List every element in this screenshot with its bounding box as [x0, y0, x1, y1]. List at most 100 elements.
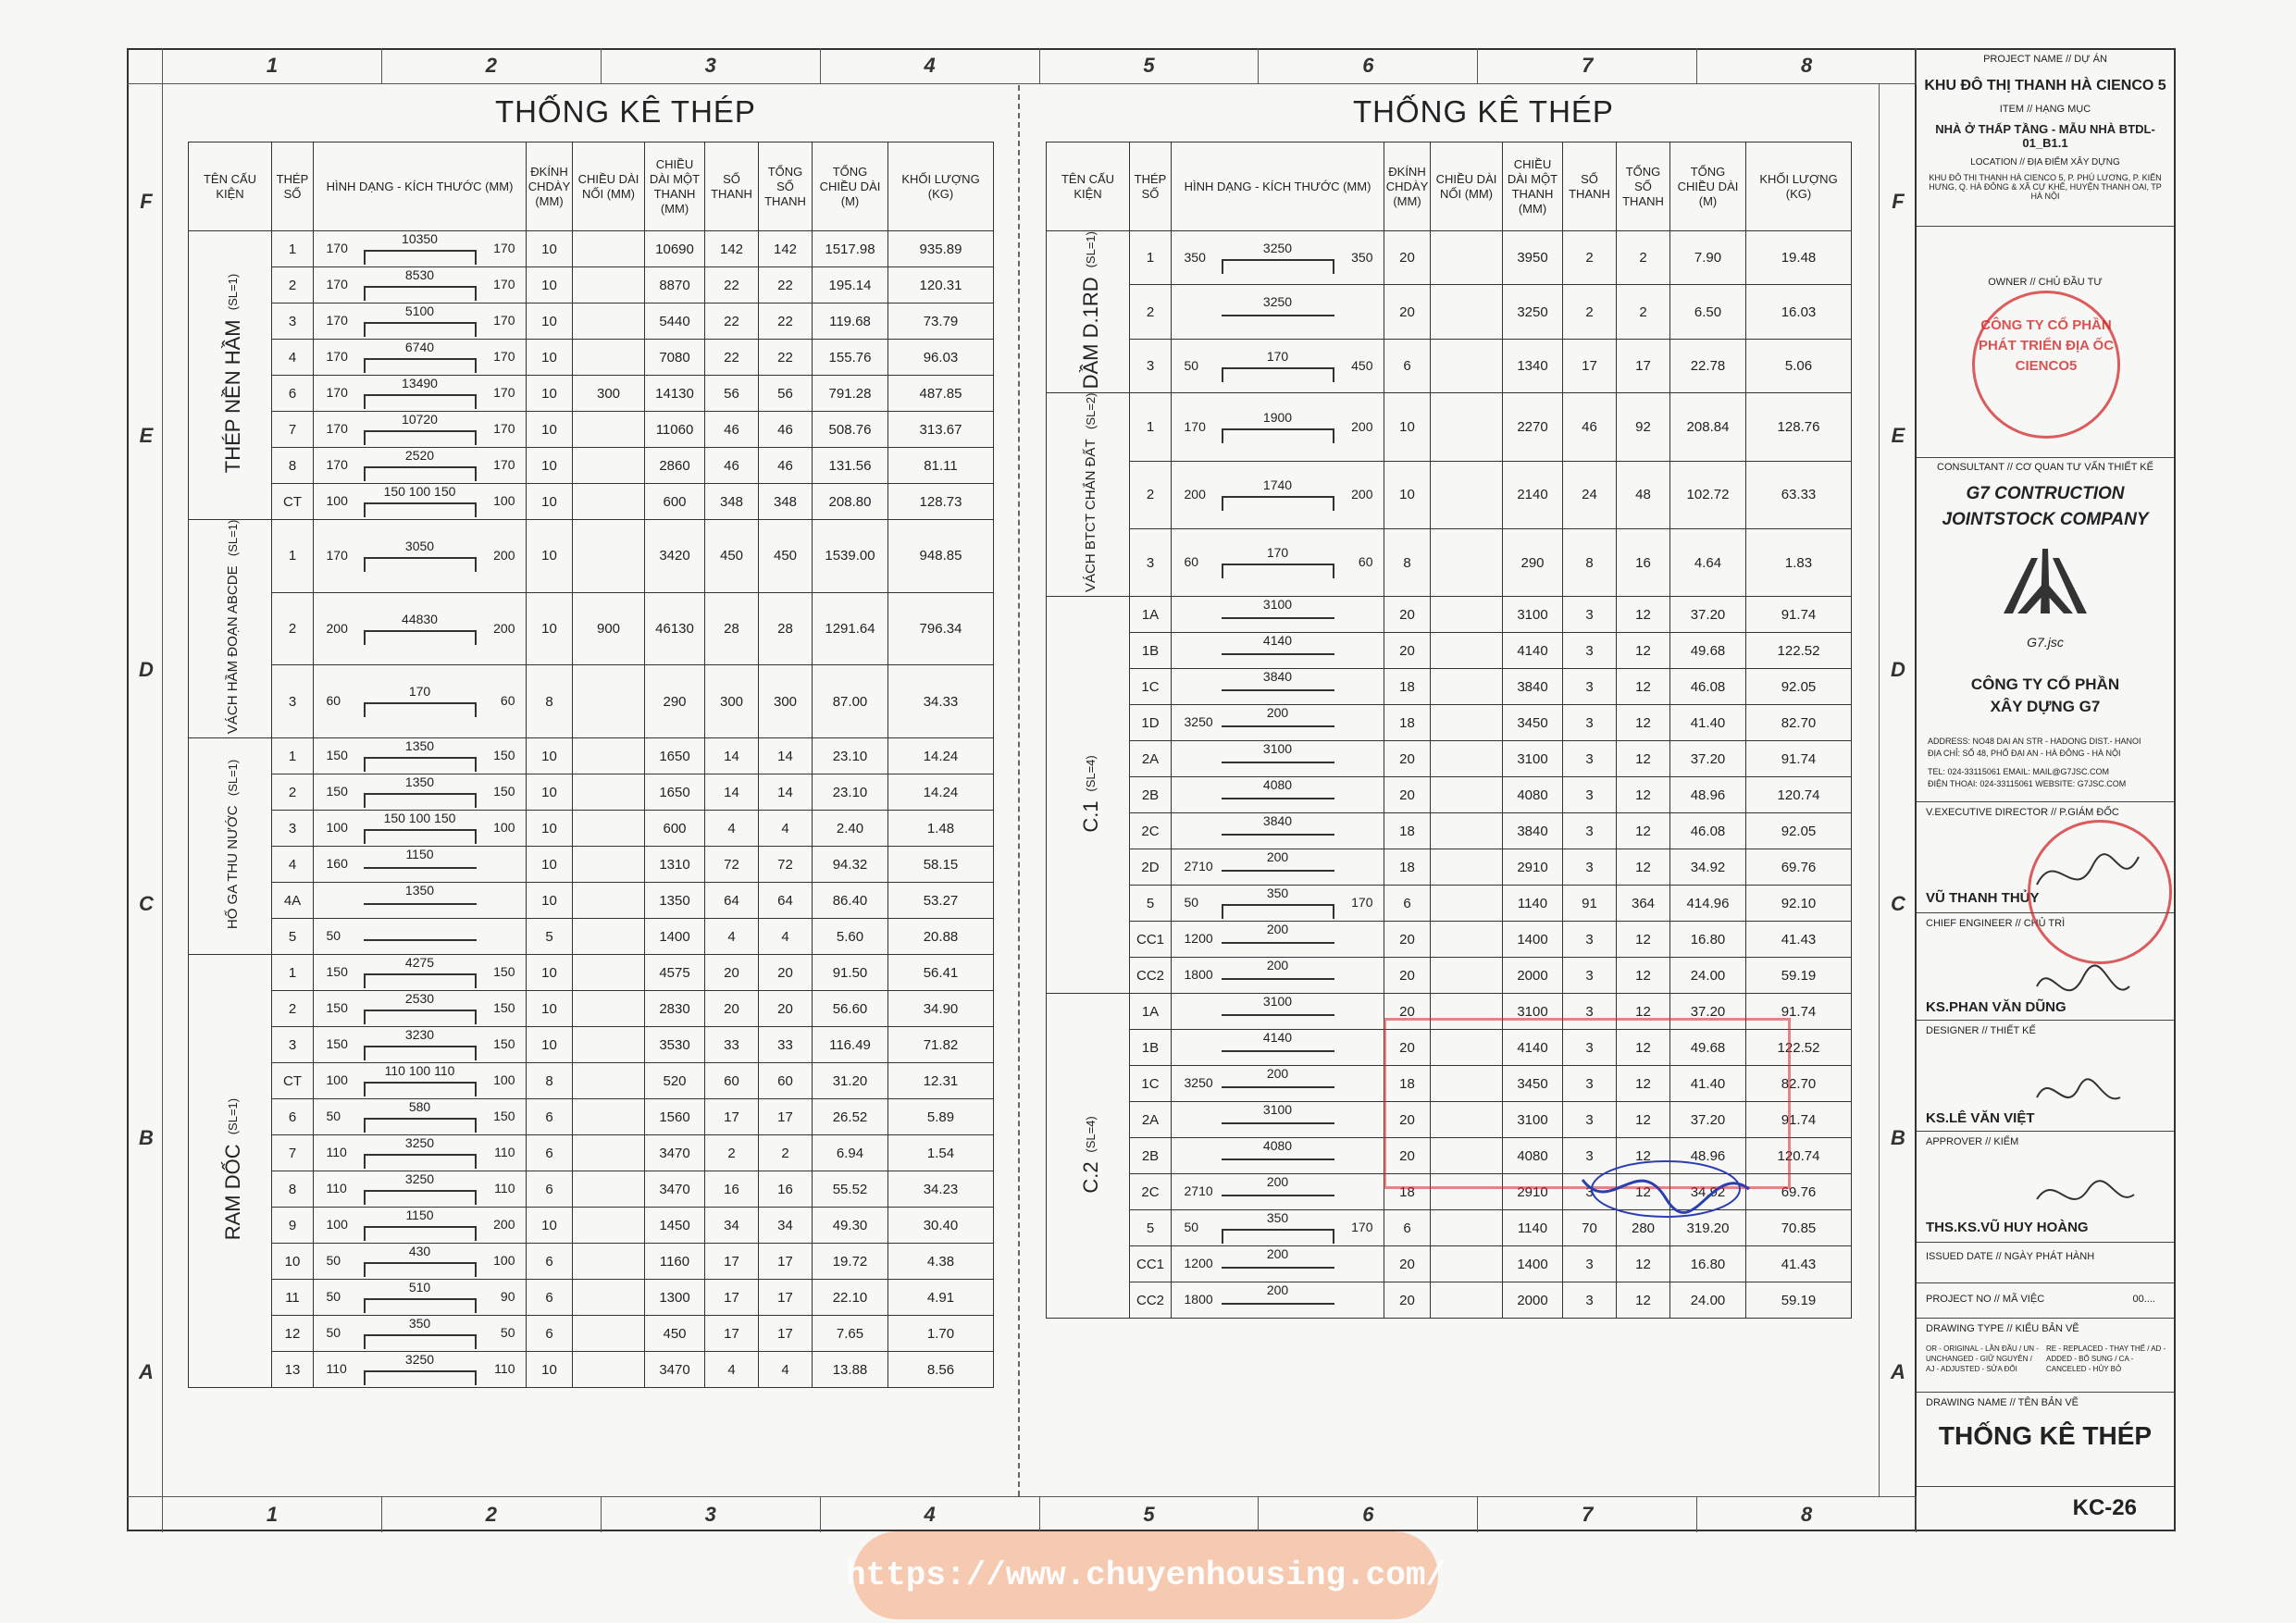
member-count: (SL=1) [226, 520, 240, 557]
bar-shape-line [1221, 798, 1334, 800]
cell-no: 4 [271, 339, 314, 376]
shape-dim-m: 200 [1266, 1282, 1289, 1298]
cell-tongdai: 41.40 [1669, 704, 1746, 742]
shape-dim-r: 60 [1358, 554, 1373, 570]
cell-sothanh: 3 [1562, 1137, 1617, 1175]
cell-len: 1340 [1502, 338, 1563, 394]
cell-tong: 12 [1616, 921, 1670, 959]
cell-tong: 20 [758, 954, 813, 992]
cell-sothanh: 3 [1562, 704, 1617, 742]
cell-no: 2C [1129, 1173, 1172, 1211]
cell-sothanh: 3 [1562, 1282, 1617, 1319]
cell-tong: 17 [758, 1243, 813, 1281]
cell-tong: 16 [758, 1171, 813, 1208]
cell-kl: 92.10 [1745, 885, 1852, 923]
cell-tongdai: 131.56 [812, 447, 888, 484]
consultant-stamp [2028, 820, 2172, 964]
cell-dk: 10 [526, 483, 573, 520]
cell-dk: 6 [1384, 338, 1431, 394]
cell-tongdai: 55.52 [812, 1171, 888, 1208]
shape-dim-l: 170 [326, 277, 348, 291]
cell-kl: 12.31 [887, 1062, 994, 1100]
cell-noi [572, 1207, 645, 1245]
header-col-2: HÌNH DẠNG - KÍCH THƯỚC (MM) [1171, 142, 1384, 231]
cell-kl: 96.03 [887, 339, 994, 376]
shape-dim-m: 3250 [404, 1352, 435, 1368]
shape-dim-l: 2710 [1184, 1183, 1213, 1199]
bar-shape: 3840 [1181, 814, 1375, 849]
grid-row-E-right: E [1891, 424, 1905, 447]
cell-tong: 28 [758, 591, 813, 666]
grid-row-F-left: F [140, 190, 153, 213]
cell-dk: 20 [1384, 632, 1431, 670]
cell-len: 1300 [644, 1279, 705, 1317]
cell-len: 4575 [644, 954, 705, 992]
cell-kl: 34.23 [887, 1171, 994, 1208]
cell-no: 9 [271, 1207, 314, 1245]
cell-tongdai: 319.20 [1669, 1209, 1746, 1247]
cell-sothanh: 20 [704, 954, 759, 992]
bar-shape-line [363, 1010, 477, 1025]
cell-tong: 142 [758, 230, 813, 267]
header-col-6: SỐ THANH [704, 142, 759, 231]
cell-dk: 18 [1384, 704, 1431, 742]
cell-dk: 10 [526, 230, 573, 267]
cell-no: 1 [1129, 392, 1172, 462]
shape-dim-m: 3250 [404, 1171, 435, 1187]
grid-row-A-right: A [1891, 1360, 1905, 1383]
shape-dim-r: 60 [500, 693, 515, 709]
shape-dim-m: 200 [1266, 958, 1289, 973]
shape-dim-r: 100 [493, 820, 515, 836]
cell-dk: 6 [526, 1315, 573, 1353]
cell-sothanh: 3 [1562, 1245, 1617, 1283]
cell-dk: 8 [526, 664, 573, 739]
cell-tongdai: 31.20 [812, 1062, 888, 1100]
bar-shape-line [1221, 258, 1334, 274]
grid-col-3: 3 [602, 48, 821, 83]
shape-dim-l: 3250 [1184, 714, 1213, 730]
cell-kl: 71.82 [887, 1026, 994, 1064]
cell-tong: 14 [758, 737, 813, 775]
member-name-cell: HỐ GA THU NƯỚC(SL=1) [188, 737, 272, 956]
bar-shape-line [1221, 427, 1334, 443]
cell-noi [1430, 596, 1503, 634]
cell-noi [572, 1171, 645, 1208]
right-table-title: THỐNG KÊ THÉP [1353, 94, 1614, 129]
cell-no: CT [271, 483, 314, 520]
cell-len: 1450 [644, 1207, 705, 1245]
drawtype-label: DRAWING TYPE // KIỂU BẢN VẼ [1926, 1323, 2079, 1334]
bar-shape-line [1221, 834, 1334, 836]
cell-dk: 10 [526, 1026, 573, 1064]
cell-tongdai: 37.20 [1669, 1101, 1746, 1139]
cell-kl: 120.31 [887, 266, 994, 304]
cell-dk: 10 [526, 954, 573, 992]
cell-kl: 19.48 [1745, 229, 1852, 286]
bar-shape-line [363, 1154, 477, 1170]
cell-kl: 91.74 [1745, 740, 1852, 778]
shape-dim-r: 170 [493, 385, 515, 400]
watermark-url-button[interactable]: https://www.chuyenhousing.com/ [846, 1531, 1446, 1619]
cell-noi [572, 737, 645, 775]
cell-len: 4140 [1502, 632, 1563, 670]
cell-sothanh: 348 [704, 483, 759, 520]
bar-shape-line [1221, 495, 1334, 511]
